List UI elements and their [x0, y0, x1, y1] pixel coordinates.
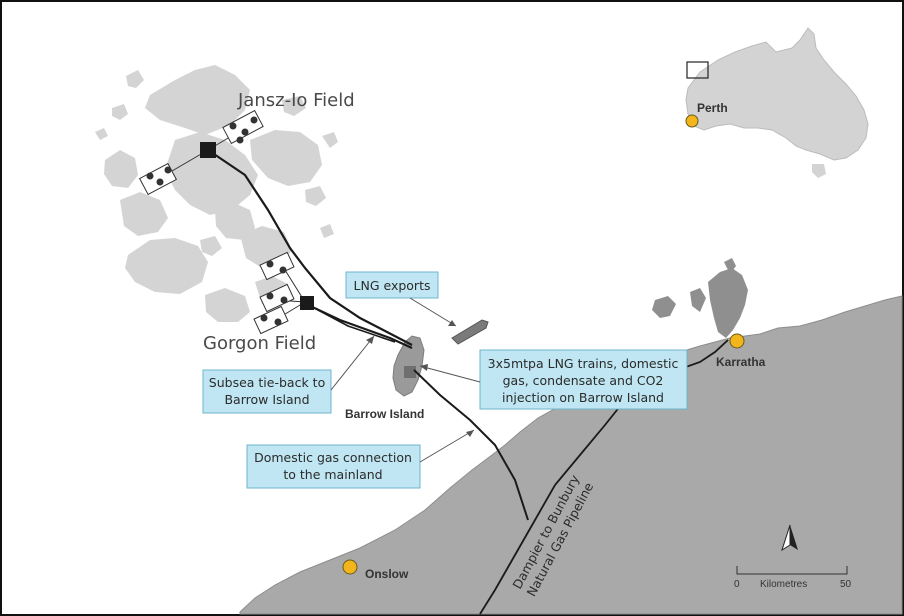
gorgon-field-label: Gorgon Field — [203, 333, 316, 354]
barrow-island-label: Barrow Island — [345, 407, 424, 421]
dampier-islands — [708, 268, 748, 338]
subsea-text-line1: Subsea tie-back to — [209, 375, 325, 390]
gorgon-manifold — [300, 296, 314, 310]
subsea-arrow — [330, 335, 375, 391]
lng-exports-callout — [345, 271, 439, 299]
jansz-field-label: Jansz-Io Field — [237, 90, 355, 111]
scale-unit: Kilometres — [760, 579, 807, 590]
perth-label: Perth — [697, 101, 728, 115]
scale-bar: 0 Kilometres 50 — [734, 566, 852, 590]
dampier-bunbury-pipeline — [479, 339, 729, 615]
australia-inset: Perth — [685, 27, 869, 178]
subsea-text-line2: Barrow Island — [224, 392, 309, 407]
subsea-pipelines — [207, 149, 413, 350]
domestic-arrowhead — [466, 430, 474, 437]
domestic-text-line1: Domestic gas connection — [254, 450, 412, 465]
north-arrow-right — [790, 525, 798, 550]
perth-marker — [685, 114, 699, 128]
lng-trains-arrow — [419, 365, 481, 383]
north-arrow — [781, 524, 798, 552]
lng-trains-callout — [479, 349, 688, 410]
domestic-gas-line — [413, 369, 529, 521]
scale-zero: 0 — [734, 579, 740, 590]
lng-exports-arrowhead — [448, 320, 456, 326]
barrow-plant — [404, 366, 416, 378]
domestic-arrow — [419, 429, 475, 463]
lng-trains-text-line2: gas, condensate and CO2 — [503, 373, 664, 388]
dampier-island-small — [690, 288, 706, 312]
domestic-callout — [246, 444, 421, 489]
domestic-text-line2: to the mainland — [283, 467, 382, 482]
tasmania-shape — [812, 164, 826, 178]
onslow-marker — [342, 559, 358, 575]
gorgon-subsea-infrastructure — [253, 251, 306, 335]
subsea-callout — [202, 369, 332, 414]
lng-trains-arrowhead — [420, 364, 428, 371]
inset-location-box — [686, 61, 709, 79]
lng-exports-arrow — [409, 297, 457, 327]
subsea-arrowhead — [366, 336, 374, 344]
dampier-island-west — [652, 296, 676, 318]
lng-tanker — [451, 319, 489, 345]
karratha-marker — [729, 333, 745, 349]
dampier-island-tip — [724, 258, 736, 274]
jansz-subsea-infrastructure — [138, 109, 264, 196]
lng-trains-text-line1: 3x5mtpa LNG trains, domestic — [488, 356, 679, 371]
australia-outline — [685, 27, 869, 161]
scale-bar-line — [736, 566, 848, 575]
jansz-manifold — [200, 142, 216, 158]
lng-trains-text-line3: injection on Barrow Island — [502, 390, 664, 405]
onslow-label: Onslow — [365, 567, 409, 581]
scale-max: 50 — [840, 579, 852, 590]
karratha-label: Karratha — [716, 355, 766, 369]
lng-exports-text: LNG exports — [354, 278, 431, 293]
reef-areas — [95, 65, 338, 322]
